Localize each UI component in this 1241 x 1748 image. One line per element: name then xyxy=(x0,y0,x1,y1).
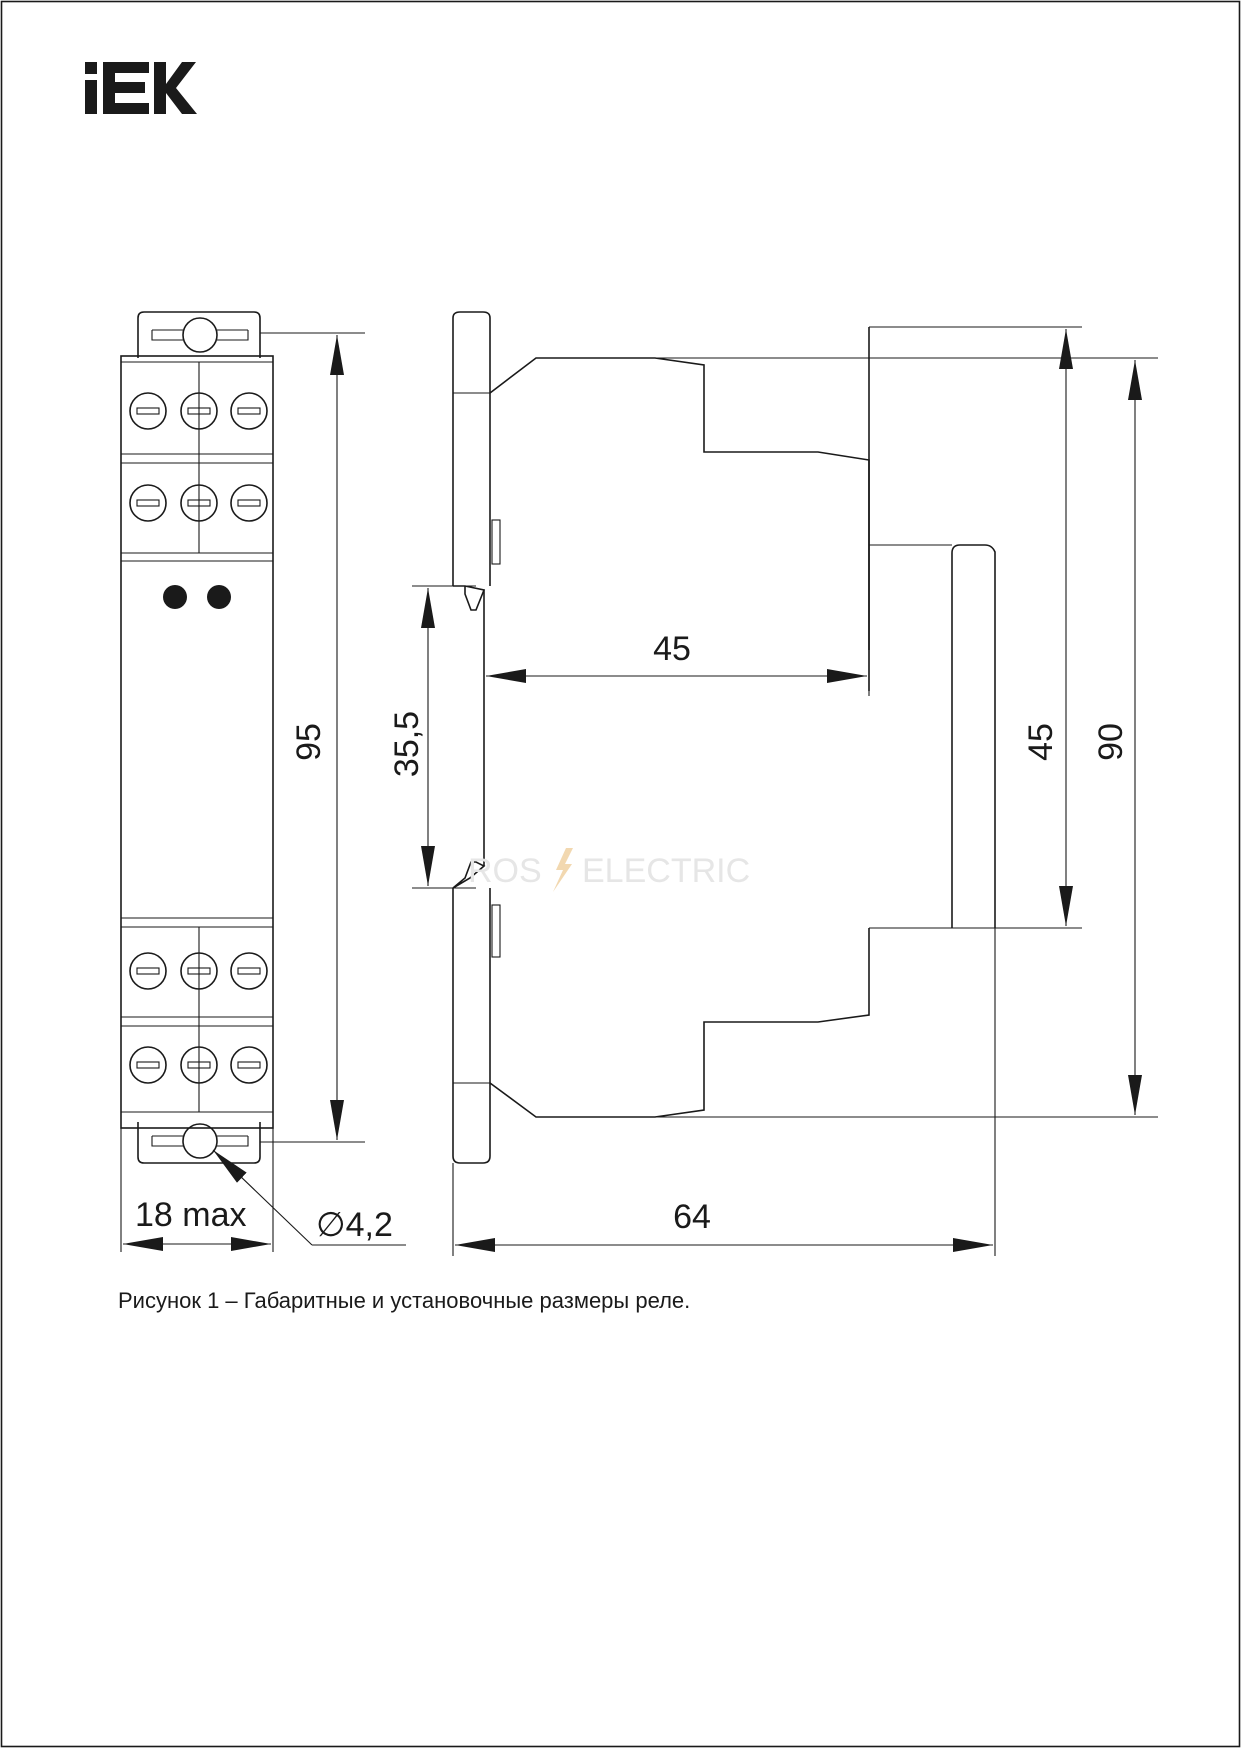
mounting-hole-top xyxy=(182,317,218,353)
dimension-18max: 18 max xyxy=(120,1128,274,1252)
svg-text:ELECTRIC: ELECTRIC xyxy=(582,852,750,890)
dimension-95: 95 xyxy=(260,332,365,1143)
front-cover xyxy=(951,544,996,928)
dimension-35-5: 35,5 xyxy=(388,585,476,889)
dim-label-90: 90 xyxy=(1092,723,1130,761)
terminal-screws-row-3 xyxy=(129,952,268,990)
dimension-hole-diameter: ∅4,2 xyxy=(212,1149,406,1246)
dim-label-hole: ∅4,2 xyxy=(316,1206,393,1244)
figure-caption: Рисунок 1 – Габаритные и установочные ра… xyxy=(118,1288,691,1313)
iek-logo xyxy=(85,62,197,114)
mounting-hole-bottom xyxy=(182,1123,218,1159)
dimension-64: 64 xyxy=(452,928,996,1256)
dimension-90: 90 xyxy=(1092,360,1142,1115)
top-mounting-tab xyxy=(137,311,261,358)
vent-slot-upper xyxy=(491,519,501,565)
dim-label-45-depth: 45 xyxy=(653,630,691,668)
dim-label-64: 64 xyxy=(673,1198,711,1236)
bottom-mounting-tab xyxy=(137,1122,261,1164)
dim-label-45-height: 45 xyxy=(1022,723,1060,761)
dimension-45-height: 45 xyxy=(995,326,1082,929)
vent-slot-lower xyxy=(491,904,501,958)
dim-label-35-5: 35,5 xyxy=(388,711,426,777)
side-profile-lower xyxy=(489,928,870,1118)
din-clip-upper xyxy=(452,311,491,586)
front-view xyxy=(120,311,274,1164)
dim-label-18max: 18 max xyxy=(135,1196,247,1234)
watermark: ROS ELECTRIC xyxy=(468,848,750,892)
terminal-screws-row-1 xyxy=(129,392,268,430)
din-clip-lower xyxy=(452,888,491,1164)
side-profile-upper xyxy=(489,357,870,650)
dim-label-95: 95 xyxy=(290,723,328,761)
dimension-45-depth: 45 xyxy=(486,630,870,696)
indicator-led-2 xyxy=(207,585,231,609)
terminal-screws-row-4 xyxy=(129,1046,268,1084)
terminal-screws-row-2 xyxy=(129,484,268,522)
rail-notch-upper xyxy=(453,585,486,611)
front-body xyxy=(120,355,274,1129)
rail-notch-lower xyxy=(452,861,486,889)
side-view xyxy=(452,311,1158,1164)
indicator-led-1 xyxy=(163,585,187,609)
svg-text:ROS: ROS xyxy=(468,852,542,890)
